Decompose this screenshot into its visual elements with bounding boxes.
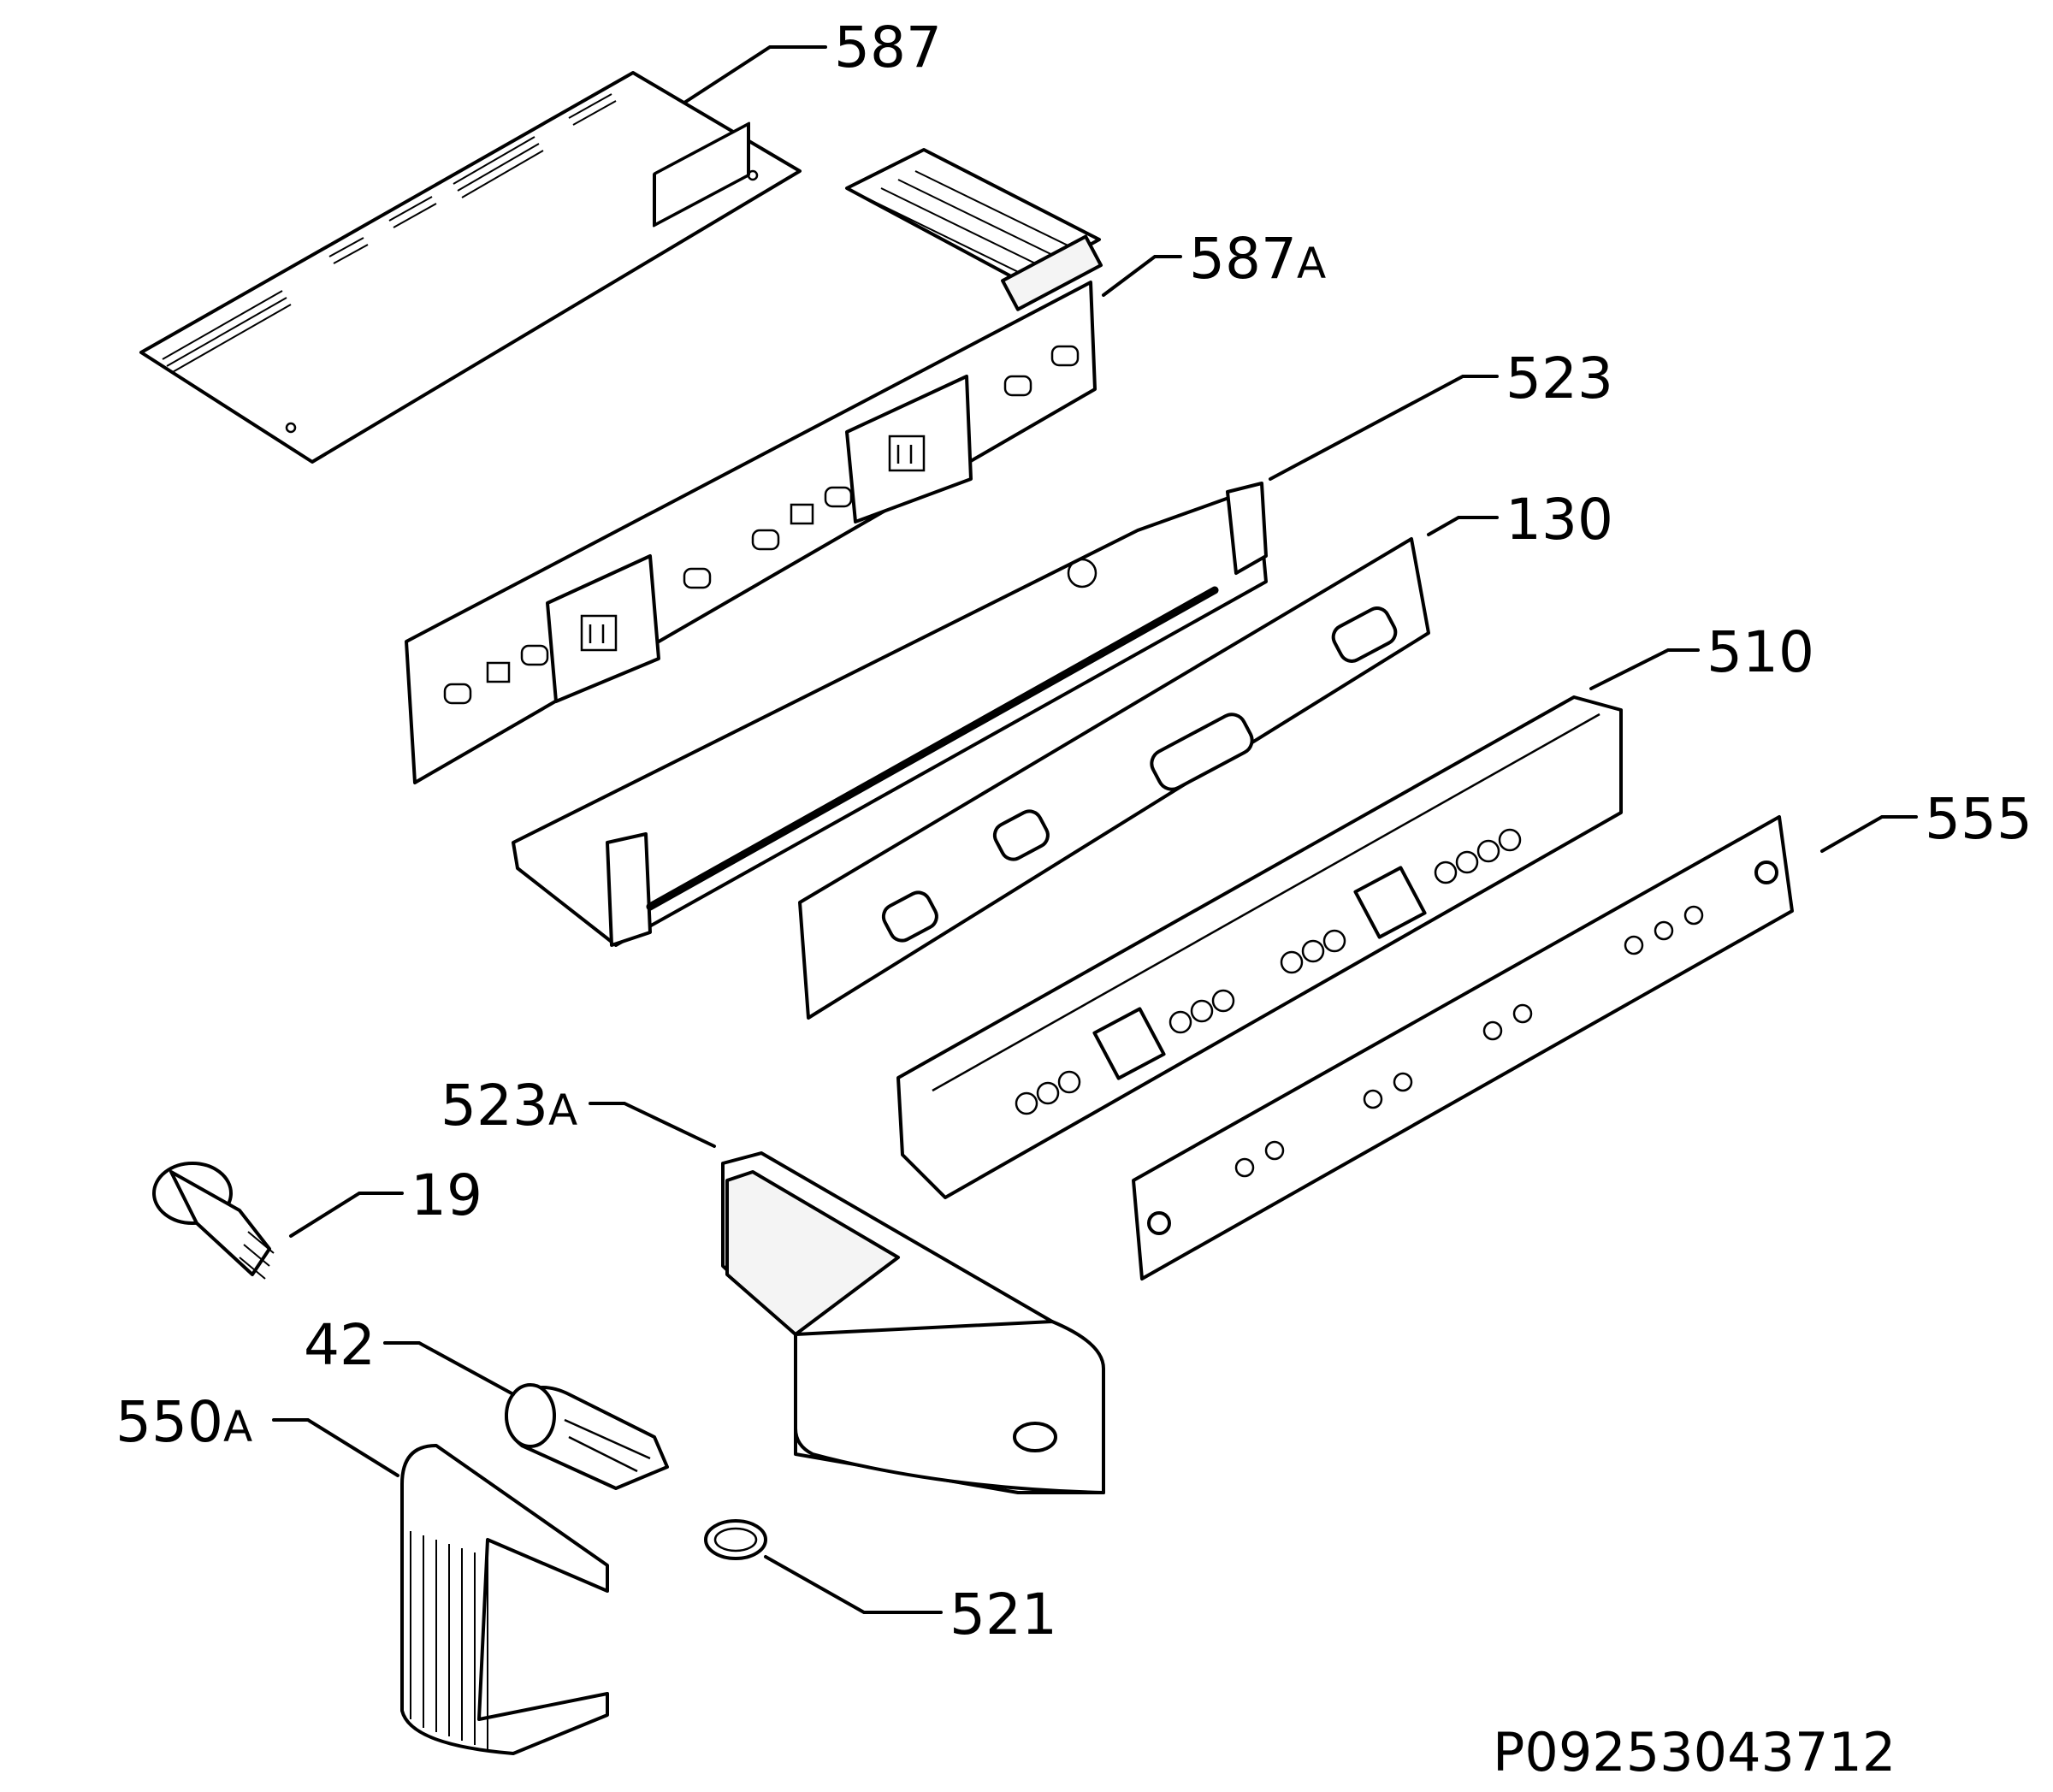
callout-555: 555 [1925, 786, 2032, 852]
callout-130: 130 [1506, 487, 1613, 553]
callout-521: 521 [950, 1582, 1057, 1647]
callout-523a: 523A [441, 1073, 577, 1138]
callout-587a: 587A [1189, 226, 1326, 292]
fascia-holes [1234, 905, 1704, 1178]
part-587-main-board [139, 71, 802, 464]
board-buttons [443, 345, 1080, 705]
ribbon-connector [845, 148, 1103, 311]
reference-code: P09253043712 [1493, 1721, 1896, 1783]
callout-labels: 587 587A 523 130 510 555 523A 19 42 550A… [115, 15, 2032, 1647]
callout-587: 587 [834, 15, 942, 80]
part-523-bracket [512, 482, 1268, 947]
callout-510: 510 [1707, 619, 1814, 685]
part-510-front-panel [896, 695, 1623, 1199]
part-523a-lamp-housing [721, 1151, 1105, 1494]
board-vent-slots [162, 93, 617, 374]
panel-knobs [1015, 828, 1522, 1115]
part-550a-lamp-cover [400, 1444, 609, 1755]
part-521-o-ring [704, 1519, 767, 1560]
part-555-fascia-strip [1132, 815, 1794, 1280]
callout-19: 19 [411, 1162, 482, 1228]
part-42-lamp-holder [505, 1383, 669, 1490]
part-130-cover [798, 537, 1430, 1020]
cover-ribs [410, 1531, 488, 1749]
callout-42: 42 [304, 1312, 376, 1378]
part-587a-display-board [405, 281, 1097, 784]
leader-lines [272, 45, 1918, 1614]
callout-550a: 550A [115, 1389, 252, 1455]
part-19-lamp-bulb [152, 1162, 275, 1280]
callout-523: 523 [1506, 346, 1613, 411]
